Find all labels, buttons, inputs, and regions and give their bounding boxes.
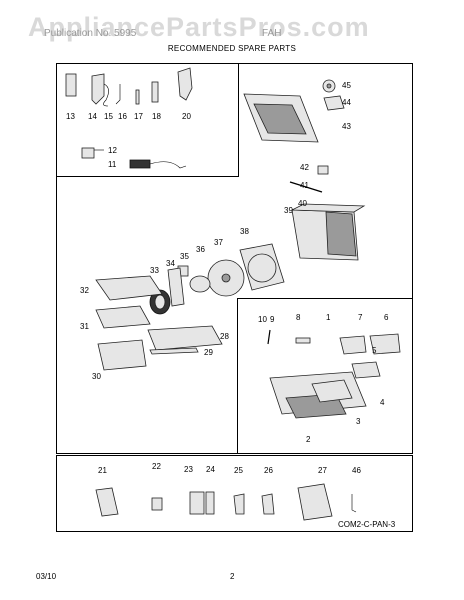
part-label-23: 23 — [184, 465, 193, 474]
bottom-parts-frame — [56, 455, 413, 532]
part-20-bracket — [177, 67, 193, 101]
part-label-42: 42 — [300, 163, 309, 172]
part-label-1: 1 — [326, 313, 331, 322]
part-label-5: 5 — [372, 346, 377, 355]
small-parts-box — [56, 63, 239, 177]
part-label-36: 36 — [196, 245, 205, 254]
part-label-10: 10 — [258, 315, 267, 324]
part-label-35: 35 — [180, 252, 189, 261]
part-label-40: 40 — [298, 199, 307, 208]
part-label-4: 4 — [380, 398, 385, 407]
part-23-capacitor — [189, 491, 205, 515]
part-label-31: 31 — [80, 322, 89, 331]
part-36-motor — [189, 275, 211, 293]
part-label-24: 24 — [206, 465, 215, 474]
diagram-code: COM2-C-PAN-3 — [338, 520, 396, 529]
part-44-bracket — [323, 95, 345, 111]
part-label-29: 29 — [204, 348, 213, 357]
part-18-clip — [151, 81, 159, 103]
part-41-rod — [289, 181, 323, 193]
part-29-strip — [149, 347, 199, 355]
part-label-41: 41 — [300, 181, 309, 190]
part-label-43: 43 — [342, 122, 351, 131]
part-28-base-pan — [147, 325, 223, 351]
part-6-label — [369, 333, 401, 355]
part-11-power-cord — [129, 159, 151, 169]
model-code: FAH — [262, 28, 282, 39]
part-label-27: 27 — [318, 466, 327, 475]
page-number: 2 — [230, 572, 235, 581]
part-21-evaporator — [95, 487, 119, 517]
part-label-25: 25 — [234, 466, 243, 475]
part-label-16: 16 — [118, 112, 127, 121]
part-7-label — [339, 335, 367, 355]
part-3-filter — [311, 379, 353, 403]
part-label-34: 34 — [166, 259, 175, 268]
part-27-condenser — [297, 483, 333, 521]
publication-number: Publication No. 5995 — [44, 28, 137, 39]
footer-date: 03/10 — [36, 572, 57, 581]
part-label-18: 18 — [152, 112, 161, 121]
part-22-thermostat — [151, 497, 163, 511]
page-subtitle: RECOMMENDED SPARE PARTS — [167, 44, 297, 53]
part-34-bracket — [167, 267, 185, 307]
part-4-panel — [351, 361, 381, 379]
part-label-6: 6 — [384, 313, 389, 322]
part-8-clip — [295, 337, 311, 344]
part-42-clip — [317, 165, 329, 175]
part-label-17: 17 — [134, 112, 143, 121]
part-label-30: 30 — [92, 372, 101, 381]
part-25-clip — [233, 493, 245, 515]
part-label-39: 39 — [284, 206, 293, 215]
part-24-bracket — [205, 491, 215, 515]
part-10-screw — [267, 329, 271, 345]
part-label-26: 26 — [264, 466, 273, 475]
part-46-screw — [351, 494, 357, 513]
watermark: AppliancePartsPros.com — [28, 12, 370, 42]
part-label-9: 9 — [270, 315, 275, 324]
part-16-screw — [115, 84, 121, 105]
part-label-46: 46 — [352, 466, 361, 475]
part-label-3: 3 — [356, 417, 361, 426]
part-label-28: 28 — [220, 332, 229, 341]
part-label-14: 14 — [88, 112, 97, 121]
part-label-15: 15 — [104, 112, 113, 121]
part-26-clip — [261, 493, 275, 515]
part-17-pin — [135, 89, 140, 105]
part-label-13: 13 — [66, 112, 75, 121]
part-label-20: 20 — [182, 112, 191, 121]
front-panel-box — [237, 298, 413, 454]
part-32-duct — [95, 275, 163, 301]
part-label-44: 44 — [342, 98, 351, 107]
part-label-38: 38 — [240, 227, 249, 236]
part-label-8: 8 — [296, 313, 301, 322]
part-30-housing — [97, 339, 147, 371]
part-label-37: 37 — [214, 238, 223, 247]
part-14-clip — [91, 73, 105, 105]
part-label-12: 12 — [108, 146, 117, 155]
part-12-plug — [81, 147, 95, 159]
part-label-2: 2 — [306, 435, 311, 444]
part-label-11: 11 — [108, 160, 117, 169]
part-label-7: 7 — [358, 313, 363, 322]
part-15-wire — [103, 83, 109, 107]
part-label-22: 22 — [152, 462, 161, 471]
part-label-32: 32 — [80, 286, 89, 295]
part-label-21: 21 — [98, 466, 107, 475]
part-31-scroll — [95, 305, 151, 329]
part-13-bracket — [65, 73, 77, 97]
part-label-45: 45 — [342, 81, 351, 90]
part-label-33: 33 — [150, 266, 159, 275]
